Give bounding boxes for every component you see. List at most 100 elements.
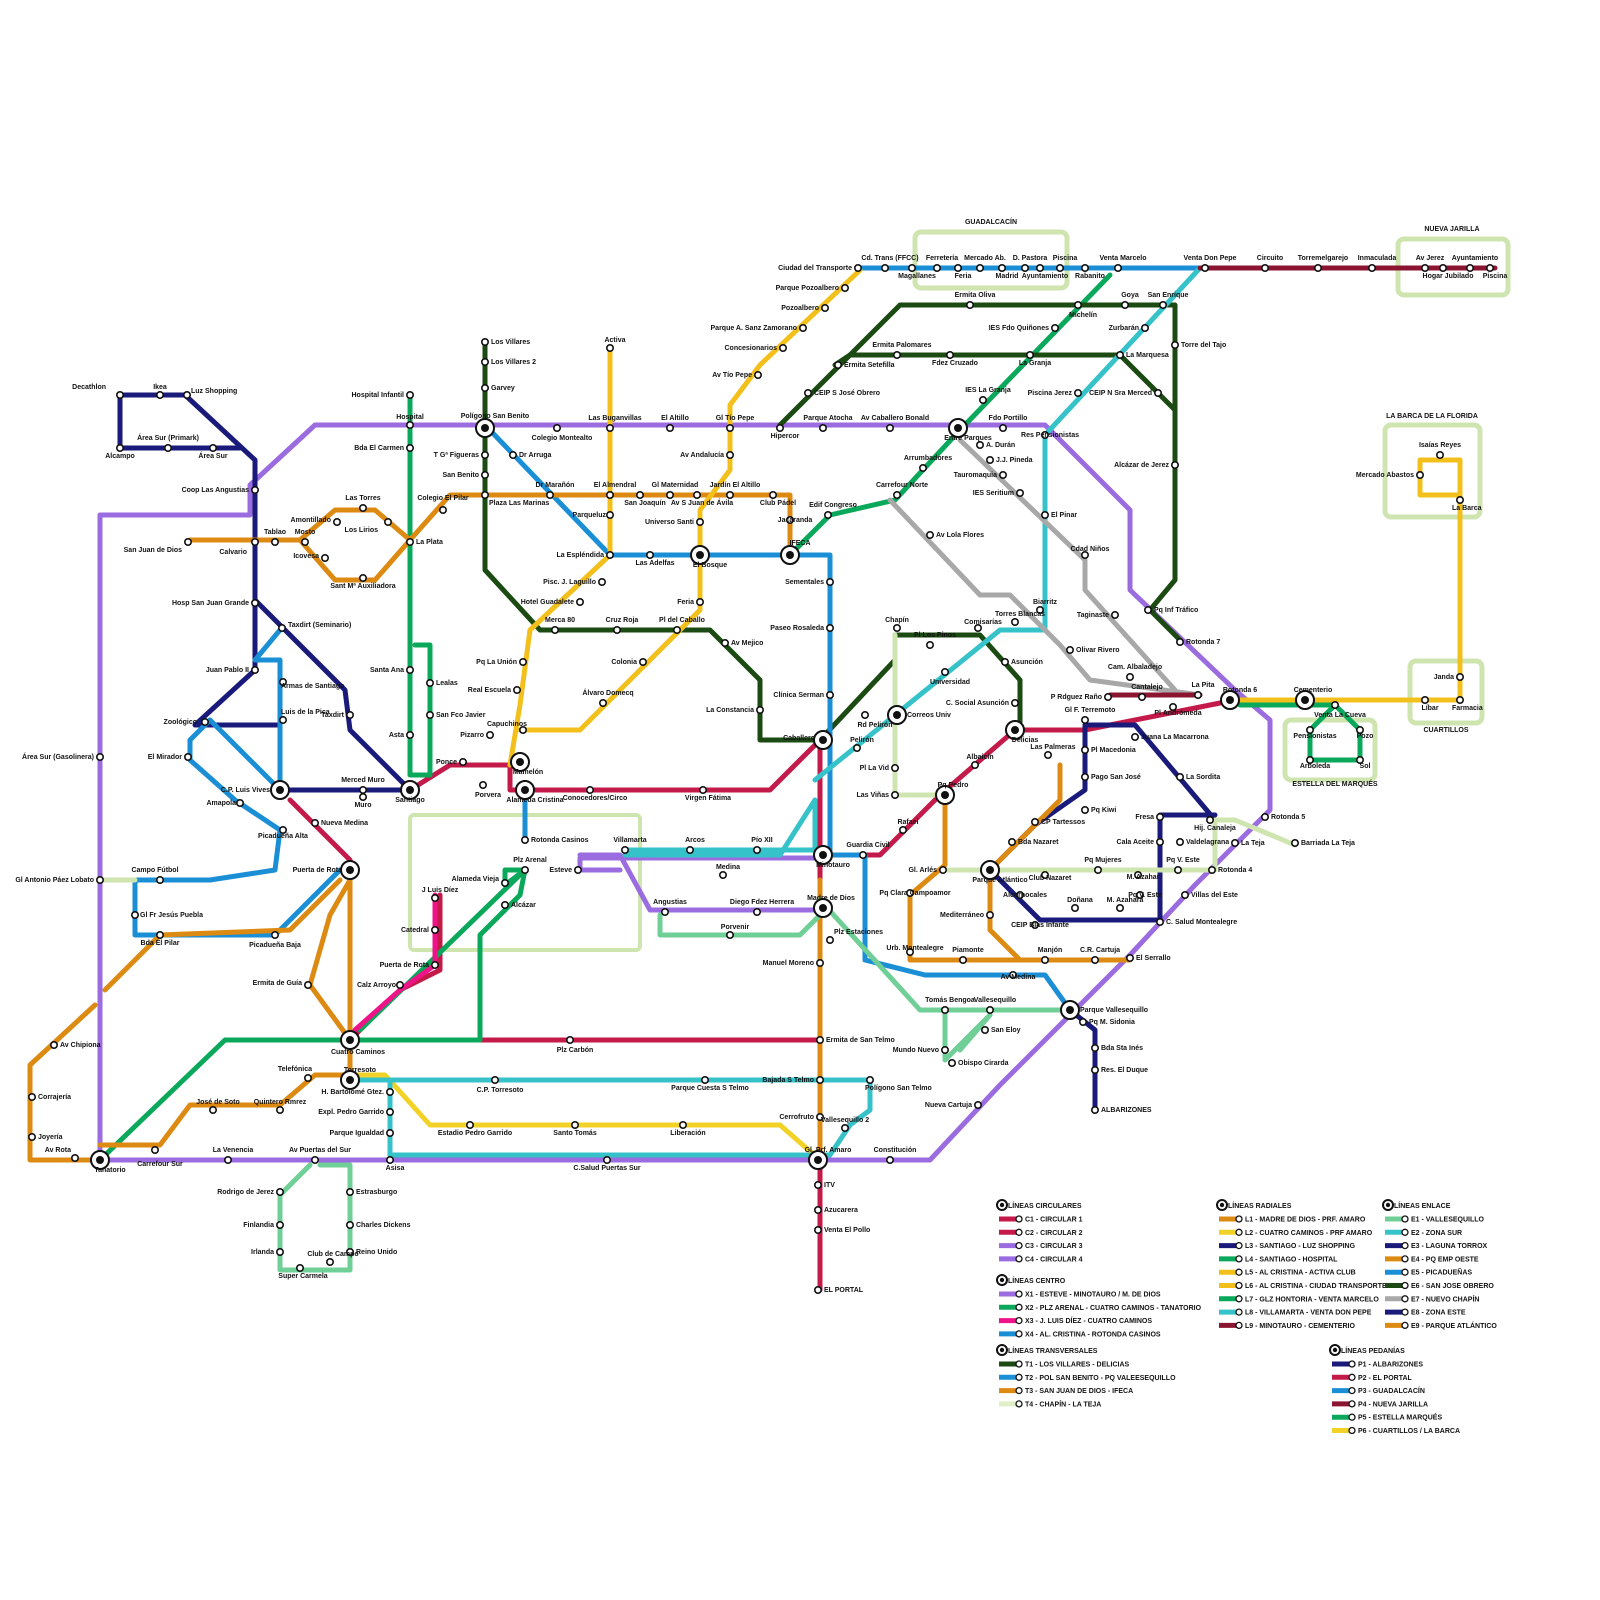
- station-guardia_civil[interactable]: [860, 852, 866, 858]
- station-pozoalbero[interactable]: [822, 305, 828, 311]
- station-san_fco_javier[interactable]: [427, 712, 433, 718]
- station-hogar_jubilado[interactable]: [1440, 265, 1446, 271]
- station-area_sur_gas[interactable]: [97, 754, 103, 760]
- station-venta_marcelo[interactable]: [1115, 265, 1121, 271]
- station-tablao[interactable]: [272, 539, 278, 545]
- station-tauromaquia[interactable]: [1000, 472, 1006, 478]
- station-rotonda_casinos[interactable]: [522, 837, 528, 843]
- station-gl_antonio[interactable]: [97, 877, 103, 883]
- station-mercado_ab[interactable]: [977, 265, 983, 271]
- station-real_escuela[interactable]: [514, 687, 520, 693]
- station-ies_seritium[interactable]: [1017, 490, 1023, 496]
- station-c_salud_montealegre[interactable]: [1157, 919, 1163, 925]
- station-calvario[interactable]: [252, 539, 258, 545]
- station-dr_maranon[interactable]: [547, 492, 553, 498]
- station-t_figueras[interactable]: [482, 452, 488, 458]
- station-pio_xii[interactable]: [754, 847, 760, 853]
- station-porvenir[interactable]: [727, 932, 733, 938]
- station-plz_estaciones[interactable]: [827, 937, 833, 943]
- station-parque_atocha[interactable]: [820, 425, 826, 431]
- station-av_jerez[interactable]: [1422, 265, 1428, 271]
- station-gl_tio_pepe[interactable]: [727, 425, 733, 431]
- station-sant_auxiliadora[interactable]: [360, 575, 366, 581]
- station-res_el_duque[interactable]: [1092, 1067, 1098, 1073]
- station-plaza_marinas[interactable]: [482, 492, 488, 498]
- station-club_padel[interactable]: [770, 492, 776, 498]
- station-feria2[interactable]: [955, 265, 961, 271]
- station-medina[interactable]: [720, 872, 726, 878]
- station-taxdirt_sem[interactable]: [279, 625, 285, 631]
- station-plz_arenal[interactable]: [522, 867, 528, 873]
- station-los_lirios[interactable]: [385, 519, 391, 525]
- station-san_juan_dios[interactable]: [185, 539, 191, 545]
- station-manjon[interactable]: [1042, 957, 1048, 963]
- station-pelirón[interactable]: [854, 745, 860, 751]
- station-taginaste[interactable]: [1112, 612, 1118, 618]
- station-merca80[interactable]: [552, 627, 558, 633]
- station-av_sjavila[interactable]: [694, 492, 700, 498]
- station-janda[interactable]: [1457, 674, 1463, 680]
- station-activa[interactable]: [607, 345, 613, 351]
- station-rabanito[interactable]: [1082, 265, 1088, 271]
- station-alameda_vieja[interactable]: [502, 880, 508, 886]
- station-madrid[interactable]: [999, 265, 1005, 271]
- station-farmacia[interactable]: [1457, 697, 1463, 703]
- station-ies_quinones[interactable]: [1052, 325, 1058, 331]
- station-torremelgarejo[interactable]: [1315, 265, 1321, 271]
- station-ceip_merced[interactable]: [1155, 390, 1161, 396]
- station-merced_muro[interactable]: [360, 787, 366, 793]
- station-rafael[interactable]: [900, 827, 906, 833]
- station-ermita_stelmo[interactable]: [817, 1037, 823, 1043]
- station-fdo_portillo[interactable]: [1000, 425, 1006, 431]
- station-luis_pica[interactable]: [280, 717, 286, 723]
- station-juana_macarrona[interactable]: [1132, 734, 1138, 740]
- station-zurbaran[interactable]: [1142, 325, 1148, 331]
- station-obispo_cirarda[interactable]: [949, 1060, 955, 1066]
- station-ies_granja[interactable]: [980, 397, 986, 403]
- station-libar[interactable]: [1422, 697, 1428, 703]
- station-hipercor[interactable]: [777, 425, 783, 431]
- station-villamarta[interactable]: [622, 847, 628, 853]
- station-albarizones[interactable]: [1092, 1107, 1098, 1113]
- station-hij_canaleja[interactable]: [1207, 817, 1213, 823]
- station-rodrigo_jerez[interactable]: [277, 1189, 283, 1195]
- station-av_andalucia[interactable]: [727, 452, 733, 458]
- station-a_duran[interactable]: [977, 442, 983, 448]
- station-ferreteria[interactable]: [934, 265, 940, 271]
- station-pq_v_este[interactable]: [1175, 867, 1181, 873]
- station-m_azahara[interactable]: [1117, 905, 1123, 911]
- station-torre_tajo[interactable]: [1172, 342, 1178, 348]
- station-bda_carmen[interactable]: [407, 445, 413, 451]
- station-ermita_guia[interactable]: [305, 982, 311, 988]
- station-donana[interactable]: [1072, 905, 1078, 911]
- station-universo_santi[interactable]: [697, 519, 703, 525]
- station-asuncion[interactable]: [1002, 659, 1008, 665]
- station-campo_futbol[interactable]: [157, 877, 163, 883]
- station-asisa[interactable]: [387, 1157, 393, 1163]
- station-parqueluz[interactable]: [607, 512, 613, 518]
- station-alcampo[interactable]: [117, 445, 123, 451]
- station-amontillado[interactable]: [334, 519, 340, 525]
- station-parque_igualdad[interactable]: [387, 1130, 393, 1136]
- station-cp_tartessos[interactable]: [1032, 819, 1038, 825]
- station-la_esplendida[interactable]: [607, 552, 613, 558]
- station-icovesa[interactable]: [322, 555, 328, 561]
- station-barriada_teja[interactable]: [1292, 840, 1298, 846]
- station-picadue_baja[interactable]: [272, 932, 278, 938]
- station-juan_pablo[interactable]: [252, 667, 258, 673]
- station-ermita_palomares[interactable]: [894, 352, 900, 358]
- station-ermita_setefilla[interactable]: [835, 362, 841, 368]
- station-quintero[interactable]: [277, 1107, 283, 1113]
- station-ayuntamiento2[interactable]: [1467, 265, 1473, 271]
- station-colegio_montealto[interactable]: [554, 425, 560, 431]
- station-coop_angustias[interactable]: [252, 487, 258, 493]
- station-piscina_jerez[interactable]: [1075, 390, 1081, 396]
- station-expl_pedro[interactable]: [387, 1109, 393, 1115]
- station-pisc_laguillo[interactable]: [599, 579, 605, 585]
- station-chapin[interactable]: [894, 625, 900, 631]
- station-gl_fr_jesus[interactable]: [132, 912, 138, 918]
- station-av_lola_flores[interactable]: [927, 532, 933, 538]
- station-ponce[interactable]: [460, 759, 466, 765]
- station-estadio[interactable]: [467, 1122, 473, 1128]
- station-poligono_stelmo[interactable]: [867, 1077, 873, 1083]
